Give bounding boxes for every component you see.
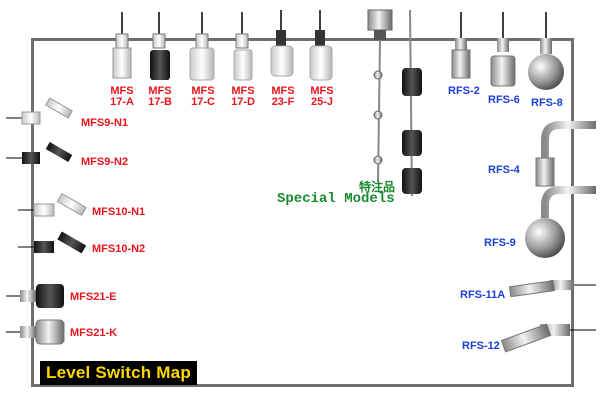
rfs8-image — [528, 12, 564, 90]
model-label-mfs9n2[interactable]: MFS9-N2 — [81, 156, 129, 168]
model-label-mfs17a[interactable]: MFS 17-A — [107, 86, 137, 108]
model-label-line1: MFS — [231, 85, 255, 97]
model-label-mfs23f[interactable]: MFS 23-F — [268, 86, 298, 108]
model-label-mfs21e[interactable]: MFS21-E — [70, 291, 117, 303]
rfs11a-image — [508, 280, 596, 298]
model-label-mfs17b[interactable]: MFS 17-B — [145, 86, 175, 108]
rfs2-image — [451, 12, 471, 79]
mfs17c-image — [189, 12, 215, 81]
model-label-rfs6[interactable]: RFS-6 — [488, 94, 520, 106]
model-label-rfs8[interactable]: RFS-8 — [531, 97, 563, 109]
mfs9n1-image — [6, 97, 73, 125]
map-title: Level Switch Map — [40, 361, 197, 385]
model-label-mfs25j[interactable]: MFS 25-J — [307, 86, 337, 108]
rfs12-image — [500, 323, 596, 353]
model-label-line1: MFS — [191, 85, 215, 97]
special-models-title[interactable]: Special Models — [277, 191, 395, 207]
model-label-rfs2[interactable]: RFS-2 — [448, 85, 480, 97]
mfs10n1-image — [18, 192, 87, 217]
mfs17d-image — [233, 12, 253, 81]
map-frame — [31, 38, 574, 387]
model-label-line2: 17-D — [231, 96, 255, 108]
model-label-mfs17d[interactable]: MFS 17-D — [228, 86, 258, 108]
model-label-rfs11a[interactable]: RFS-11A — [460, 289, 506, 301]
mfs17b-image — [150, 12, 170, 80]
mfs21e-image — [6, 284, 64, 308]
rfs4-image — [535, 121, 596, 187]
mfs9n2-image — [6, 142, 73, 164]
model-label-rfs9[interactable]: RFS-9 — [484, 237, 516, 249]
model-label-mfs9n1[interactable]: MFS9-N1 — [81, 117, 129, 129]
model-label-line1: MFS — [310, 85, 334, 97]
special-models-title-cjk: 特注品 — [359, 180, 396, 194]
special-model-image — [367, 9, 422, 197]
rfs9-image — [525, 186, 596, 258]
mfs23f-image — [270, 10, 294, 77]
model-label-mfs17c[interactable]: MFS 17-C — [188, 86, 218, 108]
rfs6-image — [490, 12, 516, 87]
model-label-line2: 17-A — [110, 96, 134, 108]
mfs21k-image — [6, 319, 65, 345]
mfs17a-image — [112, 12, 132, 79]
model-label-line1: MFS — [271, 85, 295, 97]
mfs25j-image — [309, 10, 333, 81]
model-label-rfs4[interactable]: RFS-4 — [488, 164, 520, 176]
model-label-rfs12[interactable]: RFS-12 — [462, 340, 500, 352]
model-label-line2: 25-J — [310, 96, 334, 108]
model-label-line1: MFS — [148, 85, 172, 97]
model-label-line2: 23-F — [271, 96, 295, 108]
model-label-line2: 17-B — [148, 96, 172, 108]
mfs10n2-image — [18, 231, 87, 254]
model-label-line2: 17-C — [191, 96, 215, 108]
model-label-mfs21k[interactable]: MFS21-K — [70, 327, 118, 339]
model-label-line1: MFS — [110, 85, 134, 97]
model-label-mfs10n1[interactable]: MFS10-N1 — [92, 206, 146, 218]
model-label-mfs10n2[interactable]: MFS10-N2 — [92, 243, 146, 255]
